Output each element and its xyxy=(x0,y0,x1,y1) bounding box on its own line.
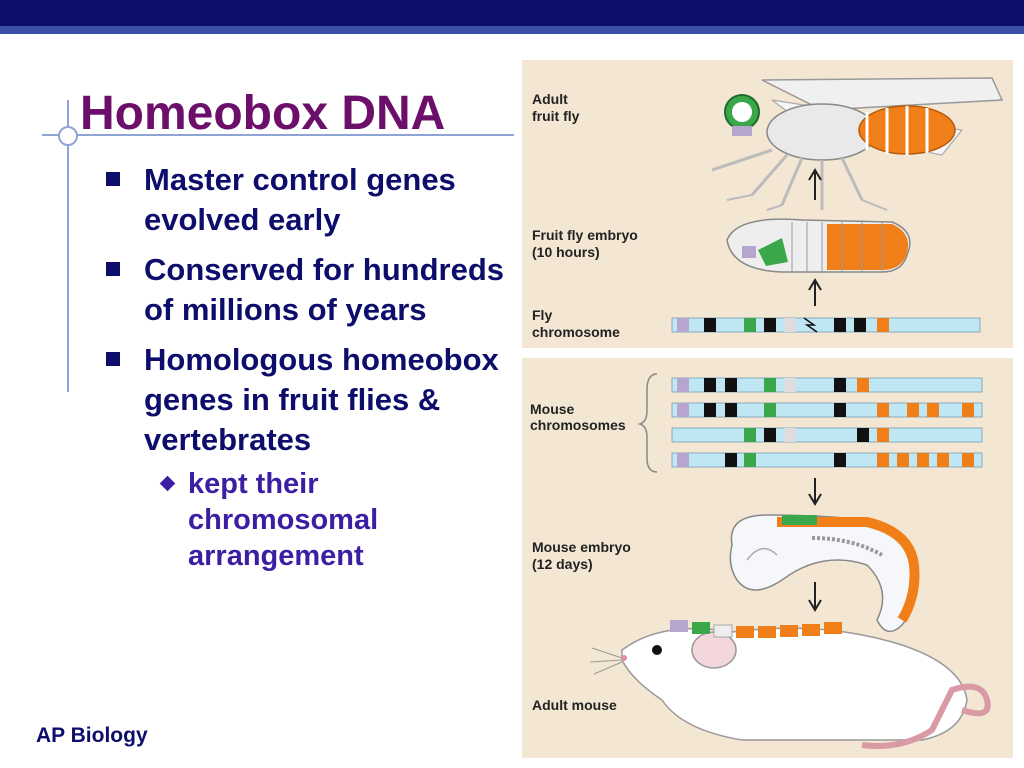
bullet-item: Master control genes evolved early xyxy=(106,160,506,240)
diamond-bullet-icon xyxy=(159,475,176,492)
label-adult-mouse: Adult mouse xyxy=(532,697,617,713)
label-fly-embryo-1: Fruit fly embryo xyxy=(532,227,638,243)
label-fly-embryo-2: (10 hours) xyxy=(532,244,600,260)
label-adult-fly-2: fruit fly xyxy=(532,108,580,124)
sub-bullet-item: kept their chromosomal arrangement xyxy=(106,466,506,574)
label-mouse-chrom-2: chromosomes xyxy=(530,417,626,433)
fly-embryo-illustration xyxy=(726,218,911,273)
label-fly-chrom-2: chromosome xyxy=(532,324,620,340)
decor-circle xyxy=(58,126,78,146)
bullet-item: Homologous homeobox genes in fruit flies… xyxy=(106,340,506,460)
bullet-text: Master control genes evolved early xyxy=(144,162,456,237)
fly-chromosome xyxy=(671,317,981,333)
fly-panel xyxy=(522,60,1013,348)
bullet-item: Conserved for hundreds of millions of ye… xyxy=(106,250,506,330)
top-bar xyxy=(0,0,1024,26)
arrow-down-1 xyxy=(808,478,822,506)
slide-title: Homeobox DNA xyxy=(80,87,446,140)
arrow-up-1 xyxy=(808,168,822,200)
top-bar-accent xyxy=(0,26,1024,34)
arrow-down-2 xyxy=(808,582,822,612)
label-adult-fly-1: Adult xyxy=(532,91,568,107)
sub-bullet-text: kept their chromosomal arrangement xyxy=(188,468,379,572)
adult-fly-illustration xyxy=(711,77,1004,211)
homeobox-figure: Adult fruit fly Fruit fly embryo (10 hou… xyxy=(522,60,1013,758)
mouse-embryo-illustration xyxy=(729,514,920,633)
adult-mouse-illustration xyxy=(589,620,991,749)
square-bullet-icon xyxy=(106,262,120,276)
bullet-text: Homologous homeobox genes in fruit flies… xyxy=(144,342,499,457)
bullet-list: Master control genes evolved early Conse… xyxy=(106,160,506,574)
decor-vertical-line xyxy=(67,100,69,392)
arrow-up-2 xyxy=(808,278,822,306)
label-fly-chrom-1: Fly xyxy=(532,307,552,323)
square-bullet-icon xyxy=(106,352,120,366)
footer-label: AP Biology xyxy=(36,724,148,747)
square-bullet-icon xyxy=(106,172,120,186)
label-mouse-embryo-2: (12 days) xyxy=(532,556,593,572)
decor-horizontal-line xyxy=(42,134,514,136)
mouse-chromosomes xyxy=(637,373,983,473)
label-mouse-embryo-1: Mouse embryo xyxy=(532,539,631,555)
bullet-text: Conserved for hundreds of millions of ye… xyxy=(144,252,504,327)
label-mouse-chrom-1: Mouse xyxy=(530,401,575,417)
